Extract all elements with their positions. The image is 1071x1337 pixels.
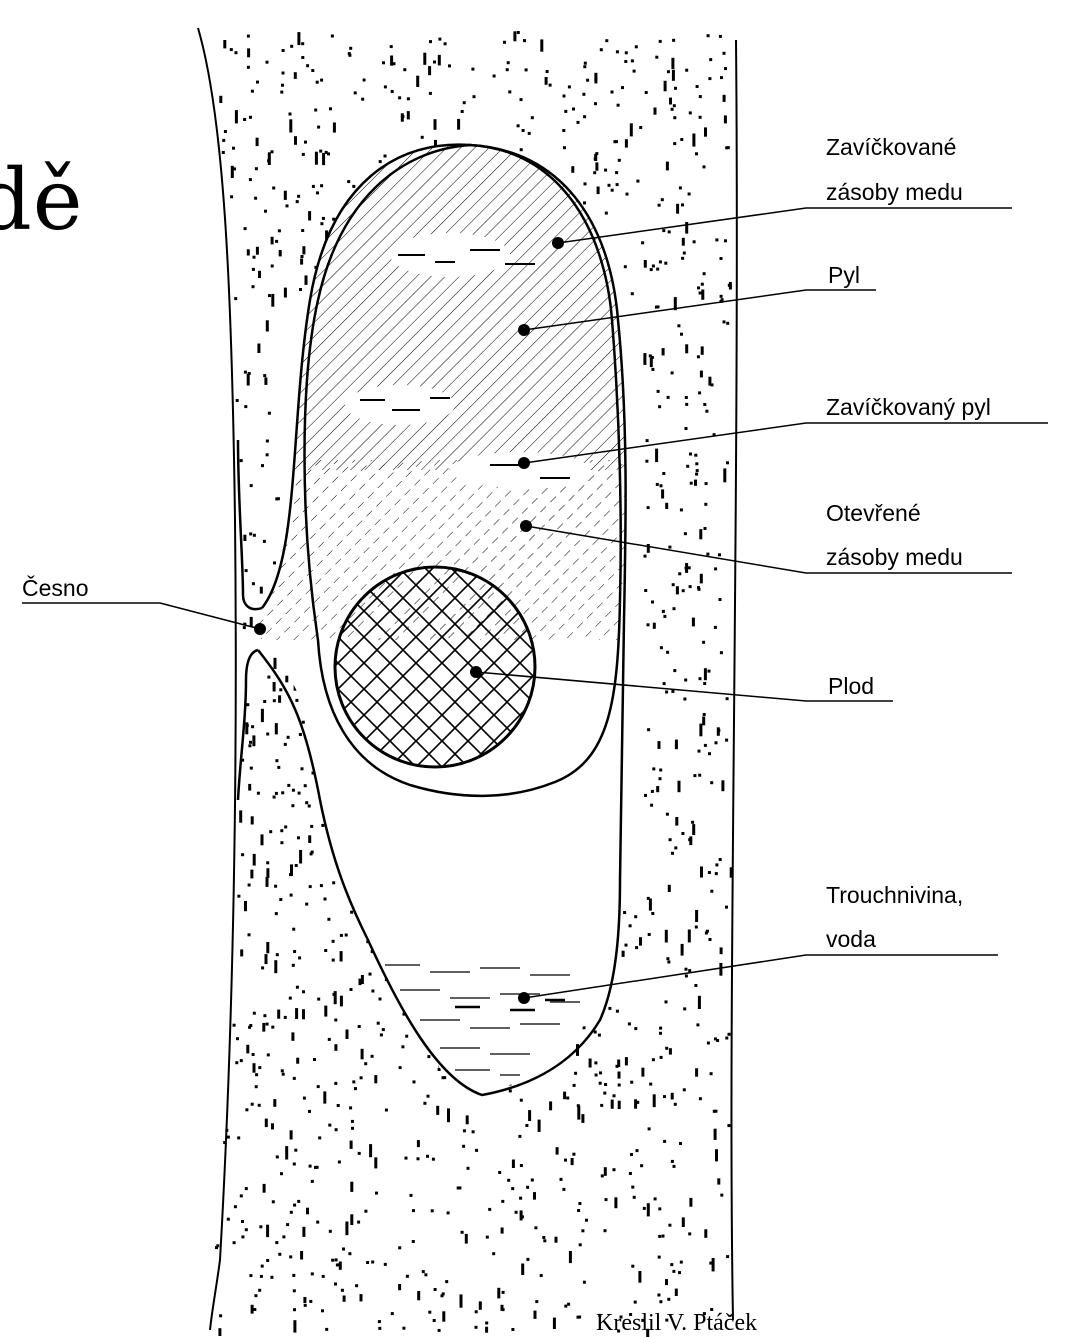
label-pollen: Pyl: [828, 260, 860, 291]
label-open-honey-line1: Otevřené: [826, 498, 921, 529]
label-capped-honey-line1: Zavíčkované: [826, 132, 956, 163]
label-capped-pollen: Zavíčkovaný pyl: [826, 392, 991, 423]
label-brood: Plod: [828, 671, 874, 702]
author-credit: Kreslil V. Ptáček: [596, 1310, 757, 1337]
label-rot-water-line1: Trouchnivina,: [826, 880, 963, 911]
brood-comb: [335, 567, 535, 767]
label-open-honey-line2: zásoby medu: [826, 542, 963, 573]
label-entrance: Česno: [22, 573, 88, 604]
label-rot-water-line2: voda: [826, 924, 876, 955]
label-capped-honey-line2: zásoby medu: [826, 177, 963, 208]
